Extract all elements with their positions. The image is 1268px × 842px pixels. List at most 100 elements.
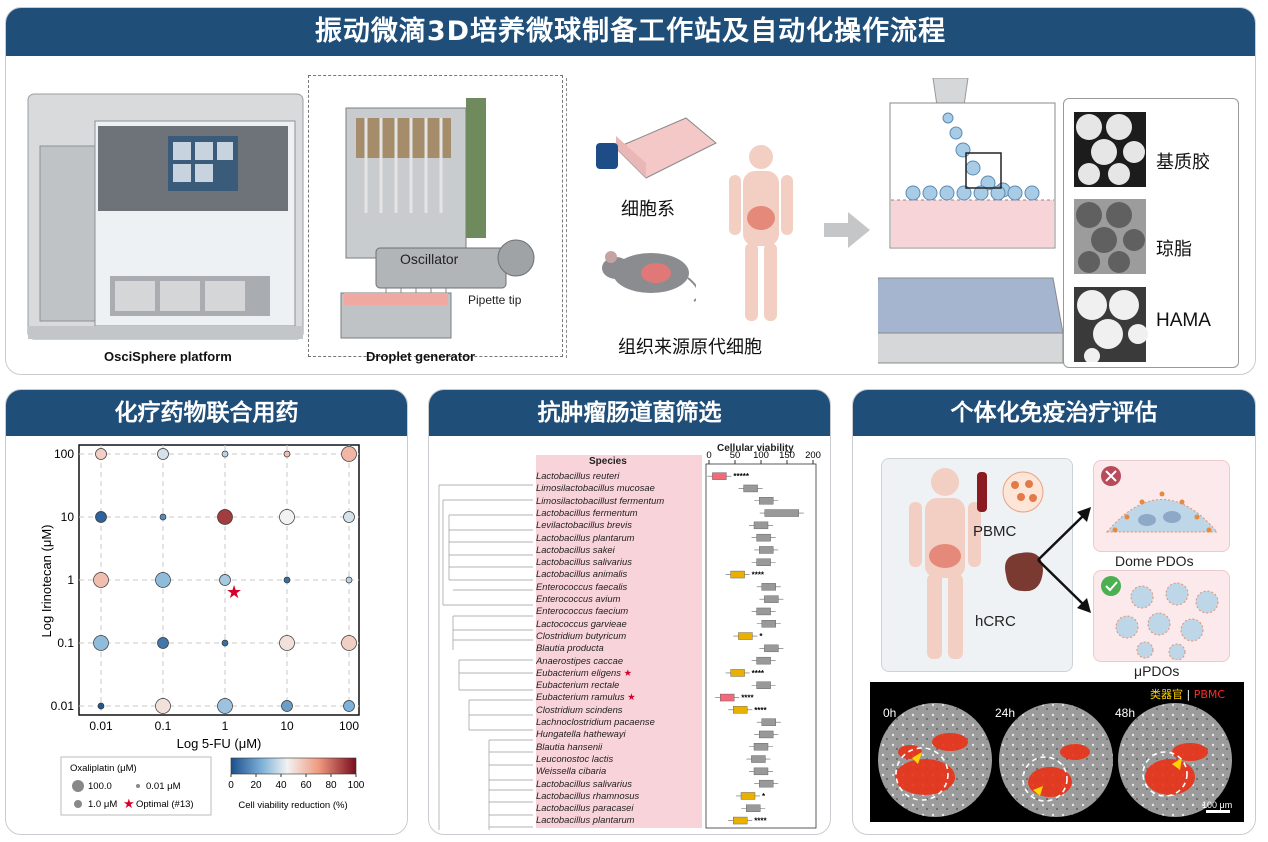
droplet-generator-frame: [308, 75, 563, 357]
x-axis-label: Log 5-FU (μM): [177, 736, 262, 751]
dome-label: Dome PDOs: [1115, 553, 1194, 569]
legend-1: 1.0 μM: [88, 799, 117, 810]
platform-caption: OsciSphere platform: [104, 349, 232, 364]
species-name: Anaerostipes caccae: [536, 654, 624, 666]
pbmc-tube-icon: [977, 471, 1044, 592]
pipette-label: Pipette tip: [468, 293, 522, 307]
y-tick-label: 0.01: [51, 699, 75, 713]
scalebar-label: 100 μm: [1202, 800, 1233, 810]
viability-tick-label: 50: [730, 450, 741, 461]
box-mark: [720, 693, 735, 702]
species-name: Blautia hansenii: [536, 740, 603, 752]
pbmc-label: PBMC: [973, 523, 1017, 540]
bubble-point: [95, 511, 107, 523]
box-mark: [759, 779, 774, 788]
viability-tick-label: 0: [706, 450, 711, 461]
bubble-point: [157, 448, 169, 460]
species-name: Leuconostoc lactis: [536, 752, 614, 764]
workstation-panel: 振动微滴3D培养微球制备工作站及自动化操作流程 OsciSphere platf…: [5, 7, 1256, 375]
box-mark: [761, 620, 776, 628]
droplet-generator-illustration: [340, 98, 535, 339]
species-name: Enterococcus faecium: [536, 605, 629, 617]
colorbar-tick-label: 60: [300, 780, 312, 791]
box-mark: [756, 558, 771, 566]
highlight-star-icon: ★: [627, 691, 636, 703]
bubble-point: [221, 639, 229, 647]
species-name: Lactobacillus fermentum: [536, 506, 638, 518]
box-mark: [733, 816, 748, 825]
viability-tick-label: 150: [779, 450, 795, 461]
bubble-point: [343, 700, 355, 712]
time-0h: 0h: [883, 706, 897, 720]
box-mark: [740, 792, 756, 800]
bubble-point: [281, 700, 293, 712]
microscopy-images: [878, 703, 1232, 817]
species-highlight: [536, 455, 702, 828]
arrow-right-icon: [824, 212, 870, 248]
dome-organoid-icon: [1101, 466, 1219, 533]
species-name: Lactobacillus plantarum: [536, 531, 635, 543]
cell-line-label: 细胞系: [621, 199, 675, 220]
y-tick-label: 10: [61, 510, 75, 524]
box-mark: [761, 718, 776, 726]
bubble-point: [159, 513, 167, 521]
generator-caption: Droplet generator: [366, 349, 476, 364]
bubble-point: [155, 698, 171, 714]
species-name: Levilactobacillus brevis: [536, 519, 632, 531]
box-mark: [730, 669, 745, 677]
colorbar-tick-label: 0: [228, 780, 234, 791]
colorbar-label: Cell viability reduction (%): [238, 800, 347, 811]
species-name: Eubacterium eligens ★: [536, 666, 632, 678]
species-name: Blautia producta: [536, 642, 604, 654]
legend-pbmc: PBMC: [1193, 688, 1226, 701]
droplet-well-illustration: [878, 78, 1064, 364]
species-name: Hungatella hathewayi: [536, 728, 626, 740]
species-name: Lactobacillus reuteri: [536, 470, 620, 481]
bubble-point: [97, 702, 105, 710]
box-mark: [756, 533, 771, 542]
optimal-star-marker: ★: [226, 582, 242, 602]
box-mark: [743, 484, 758, 493]
divider: [566, 78, 567, 358]
viability-tick-label: 200: [805, 450, 821, 461]
species-name: Enterococcus avium: [536, 593, 621, 604]
legend-separator: |: [1183, 688, 1194, 701]
box-mark: [764, 644, 779, 653]
bubble-point: [219, 574, 231, 586]
x-tick-label: 10: [280, 719, 294, 733]
materials-images: [1074, 112, 1148, 362]
time-48h: 48h: [1115, 706, 1136, 720]
bubble-point: [343, 511, 355, 523]
species-name: Enterococcus faecalis: [536, 580, 628, 592]
y-tick-label: 100: [54, 447, 74, 461]
legend-title: Oxaliplatin (μM): [70, 763, 137, 774]
micro-organoid-icon: [1101, 576, 1219, 660]
legend-organoid: 类器官: [1150, 688, 1183, 701]
box-mark: [753, 767, 769, 776]
workstation-title: 振动微滴3D培养微球制备工作站及自动化操作流程: [6, 8, 1255, 56]
viability-tick-label: 100: [753, 450, 769, 461]
material-hama: HAMA: [1156, 310, 1211, 331]
legend-001: 0.01 μM: [146, 781, 181, 792]
hcrc-label: hCRC: [975, 613, 1016, 630]
bubble-point: [155, 572, 171, 588]
x-tick-label: 0.01: [89, 719, 113, 733]
bubble-point: [95, 448, 107, 460]
species-name: Limosilactobacillust fermentum: [536, 494, 665, 506]
bubble-point: [279, 635, 295, 651]
significance-mark: ****: [754, 817, 767, 826]
legend-100: 100.0: [88, 781, 112, 792]
box-mark: [756, 656, 771, 665]
species-name: Lactobacillus salivarius: [536, 556, 632, 568]
immunotherapy-title: 个体化免疫治疗评估: [853, 390, 1255, 436]
significance-mark: ****: [754, 706, 767, 715]
box-mark: [730, 570, 745, 579]
significance-mark: *****: [733, 472, 749, 481]
y-tick-label: 0.1: [57, 636, 74, 650]
bacteria-title: 抗肿瘤肠道菌筛选: [429, 390, 830, 436]
species-name: Lactobacillus salivarius: [536, 777, 632, 789]
phylogenetic-tree: [438, 484, 533, 830]
